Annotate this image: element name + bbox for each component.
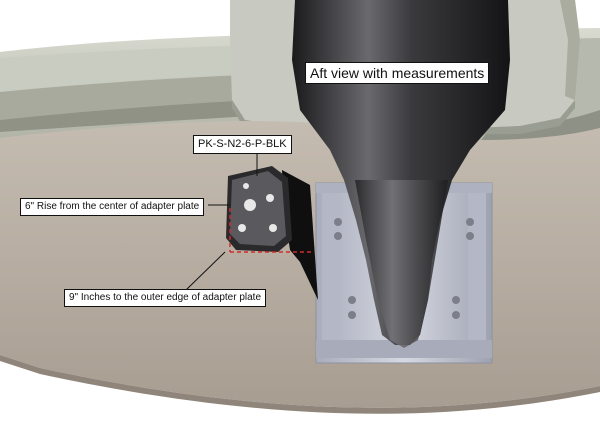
adapter-plate [226, 166, 292, 252]
rise-measurement-label: 6" Rise from the center of adapter plate [20, 198, 205, 216]
part-number-label: PK-S-N2-6-P-BLK [193, 135, 292, 154]
offset-measurement-label: 9" Inches to the outer edge of adapter p… [64, 289, 267, 307]
bracket-arm [282, 170, 318, 300]
offset-leader-line [185, 251, 226, 291]
view-title-label: Aft view with measurements [305, 62, 490, 84]
measurement-guides [229, 208, 313, 253]
outboard-motor [292, 0, 510, 348]
boat-hull [0, 120, 600, 414]
